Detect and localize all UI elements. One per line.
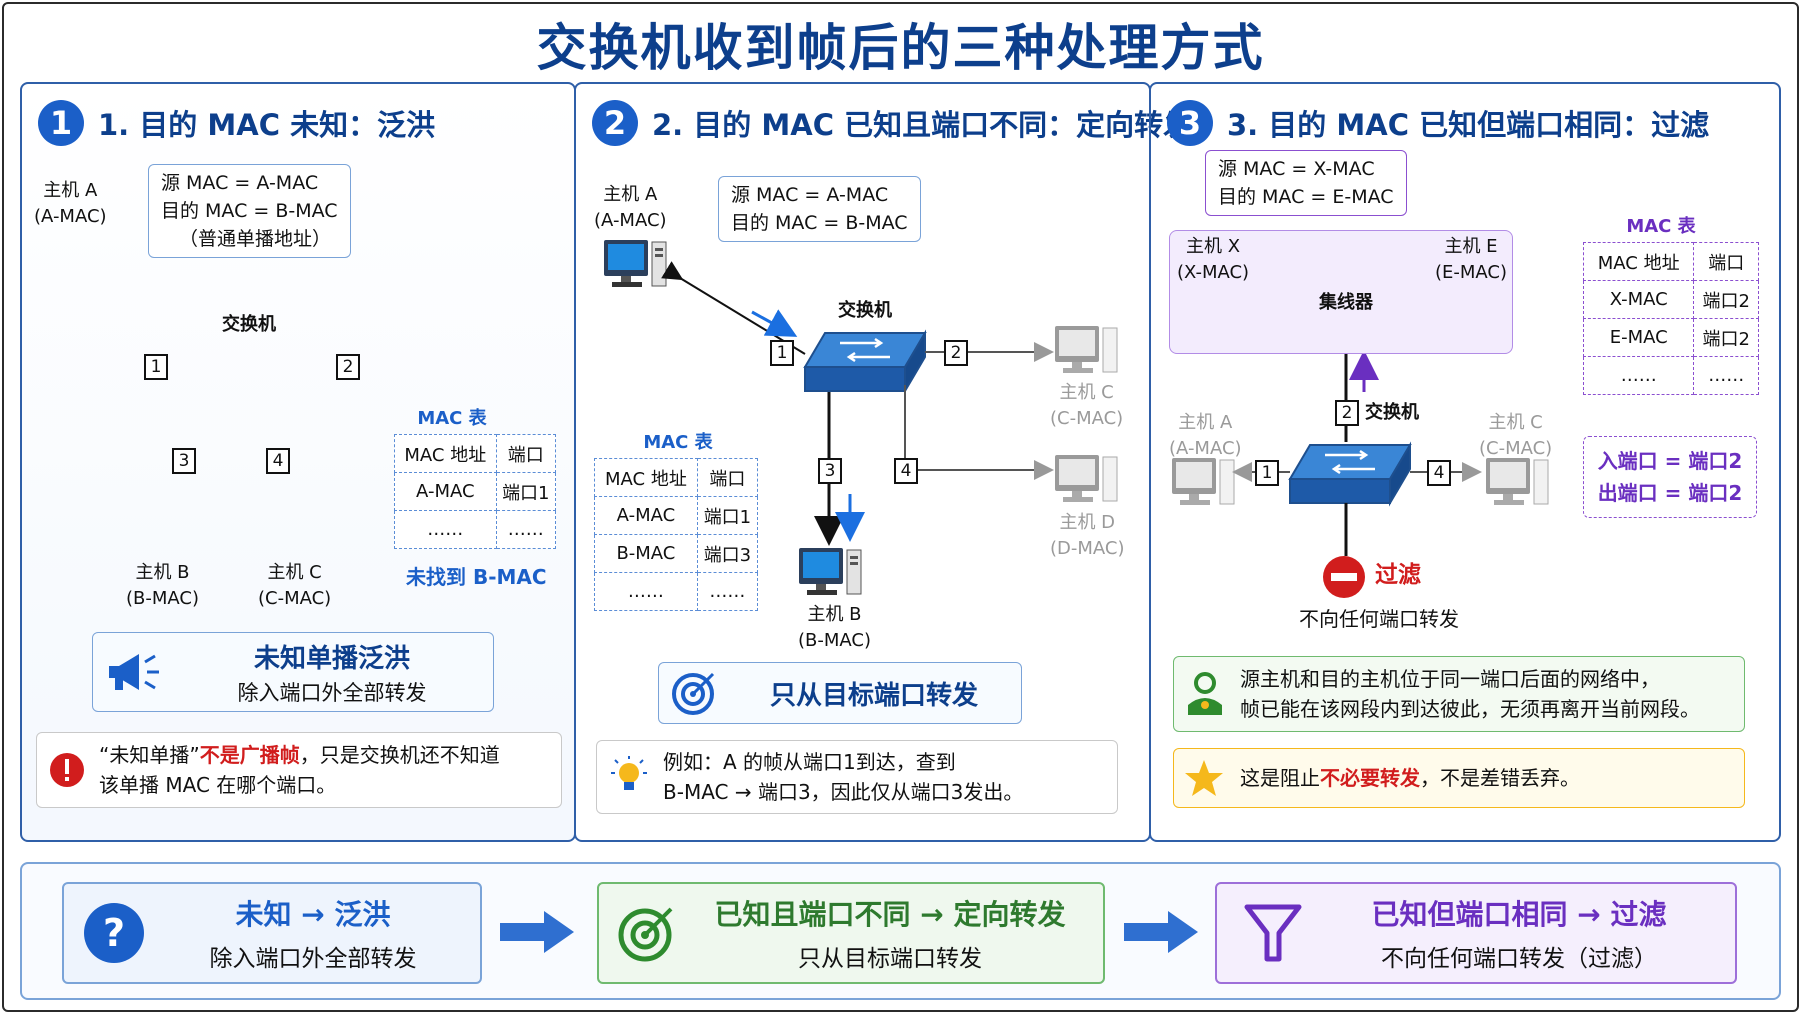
filter-label: 过滤	[1375, 562, 1421, 588]
summary-unknown-sub: 除入端口外全部转发	[209, 946, 417, 972]
target-icon	[672, 672, 715, 715]
panel3-title: 3 3. 目的 MAC 已知但端口相同：过滤	[1167, 100, 1709, 146]
summary-unknown-title: 未知 → 泛洪	[235, 898, 391, 931]
flood-callout-sub: 除入端口外全部转发	[237, 680, 427, 705]
port-1: 1	[144, 354, 168, 380]
arrow-icon	[1124, 911, 1198, 953]
hub-label: 集线器	[1319, 292, 1373, 313]
forward-callout-title: 只从目标端口转发	[769, 680, 978, 711]
summary-filter: 已知但端口相同 → 过滤 不向任何端口转发（过滤）	[1215, 882, 1737, 984]
port-3: 3	[172, 448, 196, 474]
host-b-label: 主机 B(B-MAC)	[798, 604, 871, 651]
lightbulb-icon	[611, 756, 647, 790]
same-segment-note: 源主机和目的主机位于同一端口后面的网络中， 帧已能在该网段内到达彼此，无须再离开…	[1173, 656, 1745, 732]
host-a-label: 主机 A(A-MAC)	[594, 184, 667, 231]
megaphone-icon	[109, 654, 159, 690]
switch-label: 交换机	[1365, 402, 1419, 423]
arrow-icon	[500, 911, 574, 953]
port-1: 1	[770, 340, 794, 366]
host-c-label: 主机 C(C-MAC)	[1479, 412, 1553, 459]
host-x-label: 主机 X(X-MAC)	[1177, 236, 1250, 283]
panel-forwarding: 2 2. 目的 MAC 已知且端口不同：定向转发 主机 A(A-MAC) 源 M…	[574, 82, 1192, 842]
port-3: 3	[818, 458, 842, 484]
port-2: 2	[1335, 400, 1359, 426]
star-icon	[1185, 760, 1223, 796]
alert-icon	[50, 753, 84, 787]
step-number-1: 1	[38, 100, 84, 146]
summary-forward-sub: 只从目标端口转发	[798, 946, 982, 972]
port-2: 2	[944, 340, 968, 366]
page-title: 交换机收到帧后的三种处理方式	[536, 19, 1265, 77]
switch-label: 交换机	[838, 300, 892, 321]
host-d-label: 主机 D(D-MAC)	[1050, 512, 1125, 559]
step-number-2: 2	[592, 100, 638, 146]
port-4: 4	[894, 458, 918, 484]
host-b-label: 主机 B(B-MAC)	[126, 562, 199, 609]
panel-flooding: 1 1. 目的 MAC 未知：泛洪 主机 A(A-MAC) 源 MAC = A-…	[20, 82, 576, 842]
summary-forward-title: 已知且端口不同 → 定向转发	[714, 898, 1066, 931]
step-number-3: 3	[1167, 100, 1213, 146]
summary-forward: 已知且端口不同 → 定向转发 只从目标端口转发	[597, 882, 1105, 984]
summary-filter-title: 已知但端口相同 → 过滤	[1371, 898, 1667, 931]
filter-sub: 不向任何端口转发	[1299, 607, 1459, 631]
forward-callout: 只从目标端口转发	[658, 662, 1022, 724]
panel1-title-text: 1. 目的 MAC 未知：泛洪	[98, 108, 436, 142]
not-found-text: 未找到 B-MAC	[406, 565, 547, 589]
panel1-title: 1 1. 目的 MAC 未知：泛洪	[38, 100, 435, 146]
flood-callout-title: 未知单播泛洪	[253, 643, 410, 674]
summary-unknown: ? 未知 → 泛洪 除入端口外全部转发	[62, 882, 482, 984]
funnel-icon	[1244, 904, 1302, 962]
filter-stop-icon	[1323, 556, 1365, 598]
network-person-icon	[1188, 672, 1222, 715]
panel2-title-text: 2. 目的 MAC 已知且端口不同：定向转发	[652, 108, 1193, 142]
summary-bar: ? 未知 → 泛洪 除入端口外全部转发 已知且端口不同 → 定向转发 只从目标端…	[20, 862, 1781, 1000]
flood-note: “未知单播”不是广播帧，只是交换机还不知道 该单播 MAC 在哪个端口。	[36, 732, 562, 808]
host-e-label: 主机 E(E-MAC)	[1435, 236, 1508, 283]
mac-table-title: MAC 表	[417, 408, 487, 429]
hub-segment-box	[1169, 230, 1513, 354]
panel3-title-text: 3. 目的 MAC 已知但端口相同：过滤	[1227, 108, 1710, 142]
host-c-label: 主机 C(C-MAC)	[258, 562, 332, 609]
port-4: 4	[1427, 460, 1451, 486]
question-icon: ?	[84, 903, 144, 963]
panel2-title: 2 2. 目的 MAC 已知且端口不同：定向转发	[592, 100, 1192, 146]
host-c-label: 主机 C(C-MAC)	[1050, 382, 1124, 429]
forward-note: 例如：A 的帧从端口1到达，查到 B-MAC → 端口3，因此仅从端口3发出。	[596, 740, 1118, 814]
target-icon	[618, 907, 673, 962]
flood-callout: 未知单播泛洪 除入端口外全部转发	[92, 632, 494, 712]
port-2: 2	[336, 354, 360, 380]
summary-filter-sub: 不向任何端口转发（过滤）	[1381, 946, 1657, 972]
mac-table-title: MAC 表	[1626, 216, 1696, 237]
host-a-label: 主机 A(A-MAC)	[34, 180, 107, 227]
filter-reason-note: 这是阻止不必要转发，不是差错丢弃。	[1173, 748, 1745, 808]
host-a-label: 主机 A(A-MAC)	[1169, 412, 1242, 459]
port-1: 1	[1255, 460, 1279, 486]
svg-text:?: ?	[103, 911, 125, 955]
switch-label: 交换机	[222, 314, 276, 335]
port-4: 4	[266, 448, 290, 474]
mac-table-title: MAC 表	[643, 432, 713, 453]
